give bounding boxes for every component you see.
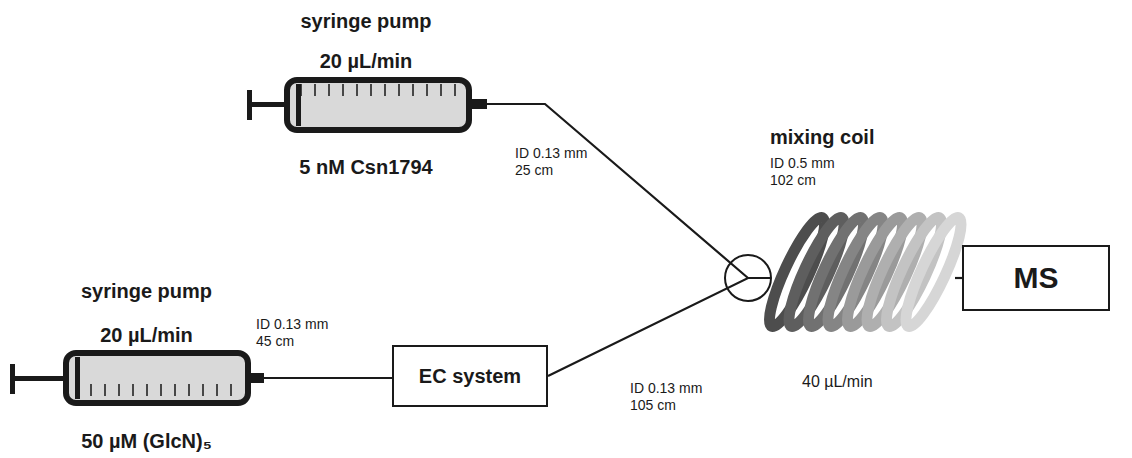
node-text: 20 µL/min (245, 49, 487, 73)
tubing-line (548, 278, 770, 376)
tubing-label: ID 0.13 mm 105 cm (630, 380, 710, 414)
node-text: 5 nM Csn1794 (245, 155, 487, 179)
node-text: 20 µL/min (30, 323, 263, 347)
tubing-line (263, 377, 392, 379)
node-text: EC system (419, 364, 521, 388)
tubing-line (487, 104, 770, 278)
node-text: syringe pump (30, 279, 263, 303)
node-text: ID 0.5 mm 102 cm (770, 155, 848, 189)
mixing-coil-symbol (761, 213, 970, 332)
mixing-coil: mixing coil ID 0.5 mm 102 cm 40 µL/min (770, 125, 955, 400)
node-text: 40 µL/min (802, 372, 873, 392)
tubing-label: ID 0.13 mm 25 cm (515, 145, 595, 179)
process-box: EC system (392, 345, 548, 407)
syringe-symbol (247, 80, 487, 130)
node-text: mixing coil (770, 125, 874, 149)
syringe-pump: syringe pump 20 µL/min 50 µM (GlcN)₅ (30, 279, 263, 455)
coil-winding (897, 213, 969, 332)
syringe-symbol (10, 353, 264, 403)
node-text: MS (1014, 261, 1059, 295)
mixing-tee (725, 255, 771, 301)
node-text: syringe pump (245, 9, 487, 33)
tubing-line (955, 277, 962, 279)
node-text: 50 µM (GlcN)₅ (30, 429, 263, 453)
detector-box: MS (962, 245, 1110, 311)
syringe-pump: syringe pump 20 µL/min 5 nM Csn1794 (245, 5, 487, 185)
tubing-label: ID 0.13 mm 45 cm (256, 316, 336, 350)
